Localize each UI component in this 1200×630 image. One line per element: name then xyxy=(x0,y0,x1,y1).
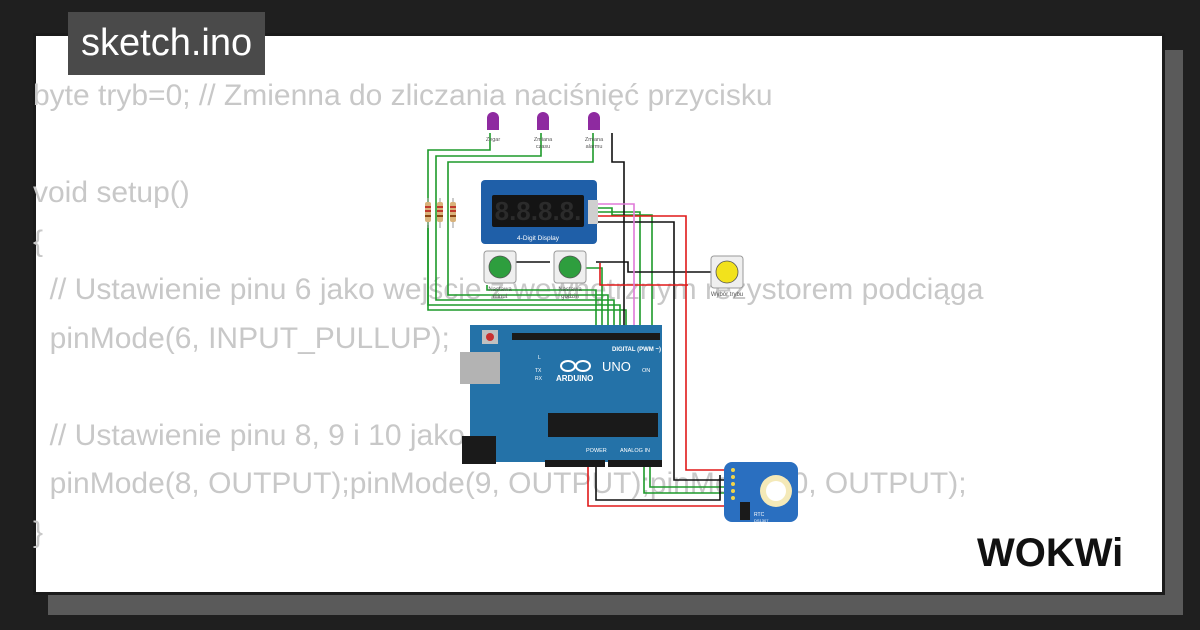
button-label: Wybór trybu xyxy=(711,292,743,298)
wire-green xyxy=(486,285,597,335)
button-label: minut xyxy=(493,294,508,300)
arduino-model: UNO xyxy=(602,359,631,374)
wire-green xyxy=(643,464,732,494)
wire-red xyxy=(598,215,730,471)
led-label-l: L xyxy=(538,355,541,361)
resistor xyxy=(450,198,456,228)
code-line: } xyxy=(33,515,44,549)
wire-red xyxy=(587,454,725,507)
code-line: pinMode(6, INPUT_PULLUP); xyxy=(33,321,450,355)
button-label: Nastawa xyxy=(558,287,582,293)
wire-black xyxy=(598,221,732,481)
button-label: godzin xyxy=(561,294,579,300)
power-label: POWER xyxy=(586,448,607,454)
led-label-tx: TX xyxy=(535,368,542,374)
wire-black xyxy=(596,261,712,273)
logo-text: WOKWi xyxy=(977,531,1123,575)
wire-green xyxy=(598,211,641,335)
file-tab[interactable]: sketch.ino xyxy=(68,12,266,75)
code-line: byte tryb=0; // Zmienna do zliczania nac… xyxy=(33,79,773,112)
code-line: { xyxy=(33,224,44,258)
wire-green xyxy=(649,464,732,488)
wire-green xyxy=(598,207,653,335)
led-label-rx: RX xyxy=(535,376,543,382)
digital-label: DIGITAL (PWM ~) xyxy=(612,347,661,353)
code-line: void setup() xyxy=(33,176,190,209)
four-digit-display[interactable]: 8.8.8.8. 4-Digit Display xyxy=(481,180,598,244)
wire-pink xyxy=(598,203,635,335)
code-editor: byte tryb=0; // Zmienna do zliczania nac… xyxy=(33,72,983,557)
resistor xyxy=(437,198,443,228)
on-label: ON xyxy=(642,368,650,374)
wire-red xyxy=(599,263,688,286)
led-label: czasu xyxy=(536,144,550,150)
button-label: Nastawa xyxy=(488,287,512,293)
led-label: Zmiana xyxy=(585,137,604,143)
wokwi-logo: WOKWi xyxy=(977,531,1123,575)
resistors xyxy=(425,198,456,228)
code-line: // Ustawienie pinu 6 jako wejście z wewn… xyxy=(33,273,984,306)
wire-black xyxy=(595,454,721,501)
arduino-brand: ARDUINO xyxy=(556,374,593,383)
led-label: Zegar xyxy=(486,137,501,143)
wire-green xyxy=(427,225,627,335)
led-label: alarmu xyxy=(586,144,603,150)
rtc-module[interactable]: RTC DS1307 xyxy=(724,462,798,523)
arduino-uno-board[interactable]: DIGITAL (PWM ~) ARDUINO UNO POWER ANALOG… xyxy=(460,325,662,467)
resistor xyxy=(425,198,431,228)
wire-green xyxy=(447,133,609,335)
led[interactable]: Zegar xyxy=(486,112,501,143)
push-button[interactable]: Wybór trybu xyxy=(710,255,744,298)
display-digits: 8.8.8.8. xyxy=(495,196,582,226)
display-label: 4-Digit Display xyxy=(517,235,560,242)
led-label: Zmiana xyxy=(534,137,553,143)
wire-black xyxy=(611,133,625,330)
analog-label: ANALOG IN xyxy=(620,448,650,454)
rtc-label: RTC xyxy=(754,512,765,518)
wire-green xyxy=(435,133,615,335)
rtc-part: DS1307 xyxy=(754,518,769,523)
arduino-infinity-logo xyxy=(560,360,591,372)
